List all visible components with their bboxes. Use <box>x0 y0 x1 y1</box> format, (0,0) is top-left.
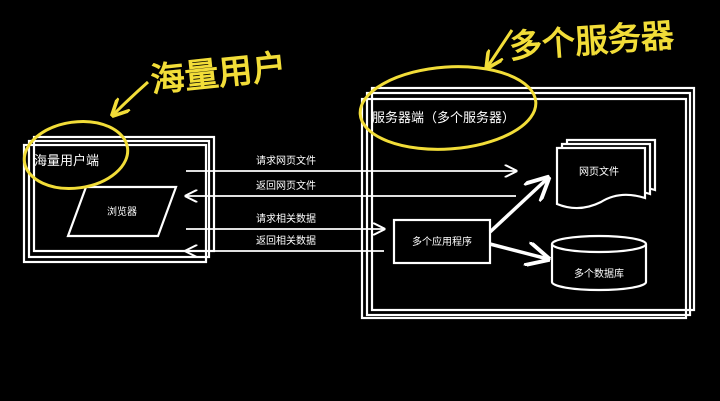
webfiles-label: 网页文件 <box>579 165 619 178</box>
client-title: 海量用户端 <box>34 153 99 169</box>
server-title: 服务器端（多个服务器） <box>372 110 515 126</box>
databases-shape <box>550 234 648 292</box>
apps-box <box>392 218 492 265</box>
server-annotation-arrow <box>488 29 514 66</box>
webfiles-shape <box>555 138 657 210</box>
request-data-label: 请求相关数据 <box>256 212 316 225</box>
apps-label: 多个应用程序 <box>412 235 472 248</box>
server-annotation: 多个服务器 <box>508 15 676 65</box>
apps-to-databases-arrow <box>489 244 548 259</box>
server-box <box>360 86 696 320</box>
client-annotation: 海量用户 <box>149 47 288 101</box>
return-page-label: 返回网页文件 <box>256 179 316 192</box>
browser-label: 浏览器 <box>107 205 137 218</box>
return-data-label: 返回相关数据 <box>256 234 316 247</box>
request-page-label: 请求网页文件 <box>256 154 316 167</box>
browser-shape <box>66 185 178 238</box>
client-annotation-arrow <box>114 80 149 114</box>
server-highlight-circle <box>358 65 538 151</box>
databases-label: 多个数据库 <box>574 267 624 280</box>
client-highlight-circle <box>22 120 130 190</box>
apps-to-webfiles-arrow <box>488 178 548 234</box>
